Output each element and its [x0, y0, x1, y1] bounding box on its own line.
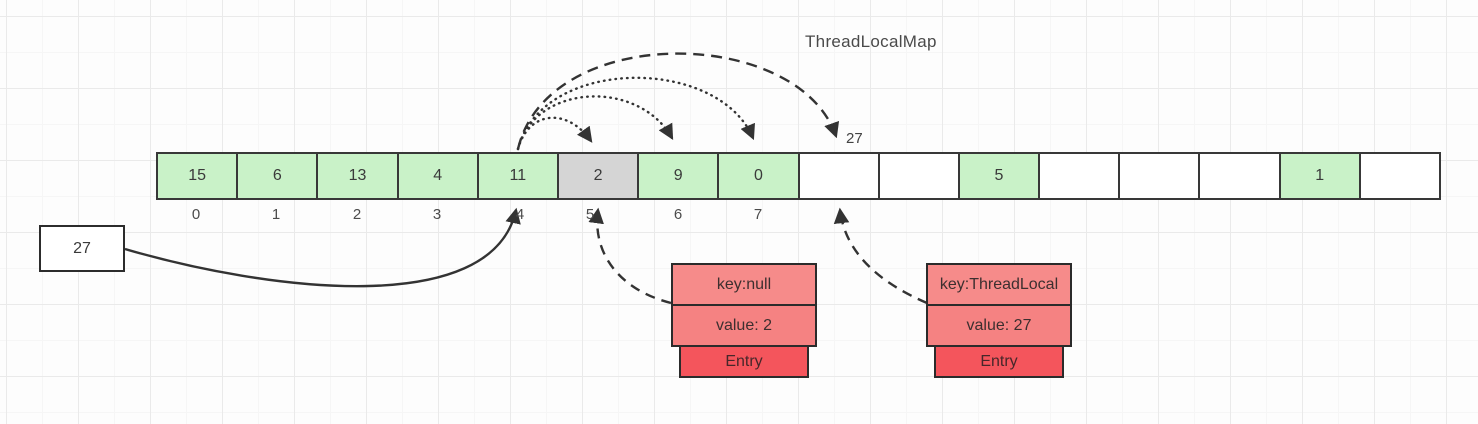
- cell-value: 4: [433, 167, 443, 184]
- cell-value: 1: [1315, 167, 1325, 184]
- array-cell: 15: [156, 152, 239, 200]
- cell-value: 11: [509, 167, 527, 184]
- index-label: 0: [191, 206, 201, 223]
- index-label: 7: [753, 206, 763, 223]
- index-label: 2: [352, 206, 362, 223]
- entry-card-stale: key:null value: 2 Entry: [671, 263, 817, 378]
- array-cell-empty: [1358, 152, 1441, 200]
- array-cell-empty: [1118, 152, 1201, 200]
- entry-key-row: key:null: [671, 263, 817, 306]
- array-cell: 4: [396, 152, 479, 200]
- index-label: 1: [271, 206, 281, 223]
- cell-value: 2: [593, 167, 603, 184]
- new-entry-to-slot8-arrow: [833, 207, 928, 305]
- cell-value: 13: [348, 167, 367, 184]
- array-cell: 11: [476, 152, 559, 200]
- entry-value-row: value: 27: [926, 304, 1072, 347]
- array-cell: 0: [717, 152, 800, 200]
- entry-card-threadlocal: key:ThreadLocal value: 27 Entry: [926, 263, 1072, 378]
- array-cell: 9: [637, 152, 720, 200]
- array-cell-empty: [1198, 152, 1281, 200]
- entry-key-row: key:ThreadLocal: [926, 263, 1072, 306]
- probe-arc-slot5: [516, 116, 593, 151]
- array-cell-empty: [877, 152, 960, 200]
- entry-tab: Entry: [679, 345, 809, 378]
- array-cell: 13: [316, 152, 399, 200]
- array-cell-empty: [1038, 152, 1121, 200]
- index-label: 5: [585, 206, 595, 223]
- probe-arc-slot8-dashed: [516, 52, 840, 150]
- probe-arc-slot6: [516, 95, 674, 151]
- cell-value: 9: [673, 167, 683, 184]
- hash-array: 15 6 13 4 11 2 9 0 5 1: [156, 152, 1441, 200]
- array-cell: 6: [236, 152, 319, 200]
- entry-tab: Entry: [934, 345, 1064, 378]
- array-cell-empty: [797, 152, 880, 200]
- cell-value: 0: [753, 167, 763, 184]
- index-label: 4: [515, 206, 525, 223]
- probe-result-label: 27: [846, 130, 863, 147]
- cell-value: 15: [188, 167, 206, 184]
- array-cell-stale: 2: [556, 152, 640, 200]
- cell-value: 6: [272, 167, 282, 184]
- probe-arc-slot7: [516, 76, 755, 151]
- index-label: 6: [673, 206, 683, 223]
- value-box: 27: [39, 225, 125, 272]
- array-cell: 5: [957, 152, 1041, 200]
- cell-value: 5: [994, 167, 1004, 184]
- array-cell: 1: [1278, 152, 1361, 200]
- entry-value-row: value: 2: [671, 304, 817, 347]
- diagram-title: ThreadLocalMap: [805, 32, 937, 51]
- value-box-label: 27: [73, 239, 91, 257]
- index-label: 3: [432, 206, 442, 223]
